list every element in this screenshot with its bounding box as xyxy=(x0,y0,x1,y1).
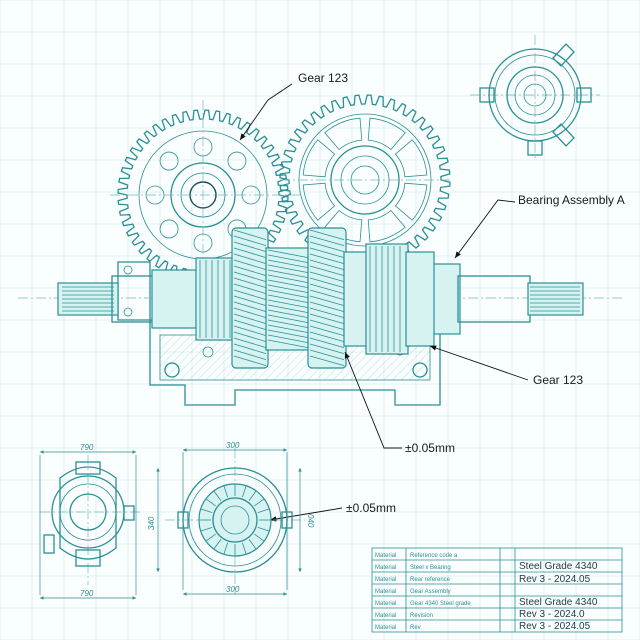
lower-center-section-view: 300 300 340 040 xyxy=(147,441,315,596)
tb-note-6: Rev xyxy=(410,625,421,631)
callout-bearing: Bearing Assembly A xyxy=(518,193,625,207)
dim-side-left: 340 xyxy=(147,516,156,530)
top-right-hub-view xyxy=(470,35,600,160)
tb-label-1: Material xyxy=(375,565,396,571)
helical-gear-stack xyxy=(195,227,435,369)
tb-label-2: Material xyxy=(375,577,396,583)
tb-note-3: Gear Assembly xyxy=(410,589,451,595)
tb-spec-0: Steel Grade 4340 xyxy=(519,561,598,572)
dim-center-top: 300 xyxy=(226,441,240,450)
tb-spec-3: Rev 3 - 2024.0 xyxy=(519,609,585,620)
tb-label-3: Material xyxy=(375,589,396,595)
tb-spec-2: Steel Grade 4340 xyxy=(519,597,598,608)
tb-label-4: Material xyxy=(375,601,396,607)
large-right-gear xyxy=(279,94,451,266)
tb-note-2: Rear reference xyxy=(410,577,451,583)
tb-note-1: Steel x Bearing xyxy=(410,565,451,571)
callout-gear-right: Gear 123 xyxy=(533,373,583,387)
callouts: Gear 123 Bearing Assembly A Gear 123 ±0.… xyxy=(239,71,625,522)
dim-center-bottom: 300 xyxy=(226,585,240,594)
title-block-rows: Material Reference code a Material Steel… xyxy=(375,553,598,632)
tb-note-5: Revision xyxy=(410,613,433,619)
main-shaft xyxy=(18,263,622,335)
dim-left-top: 790 xyxy=(80,443,94,452)
tb-label-6: Material xyxy=(375,625,396,631)
tb-label-5: Material xyxy=(375,613,396,619)
title-block xyxy=(371,547,623,633)
dim-side-right: 040 xyxy=(306,514,315,528)
callout-tolerance-detail: ±0.05mm xyxy=(346,501,396,515)
dim-left-bottom: 790 xyxy=(80,589,94,598)
tb-spec-4: Rev 3 - 2024.05 xyxy=(519,621,591,632)
tb-note-4: Gear 4340 Steel grade xyxy=(410,601,471,607)
lower-left-end-view: 790 790 xyxy=(39,443,140,600)
tb-label-0: Material xyxy=(375,553,396,559)
tb-spec-1: Rev 3 - 2024.05 xyxy=(519,574,591,585)
callout-tolerance-main: ±0.05mm xyxy=(405,441,455,455)
callout-gear-top: Gear 123 xyxy=(298,71,348,85)
tb-note-0: Reference code a xyxy=(410,553,458,559)
